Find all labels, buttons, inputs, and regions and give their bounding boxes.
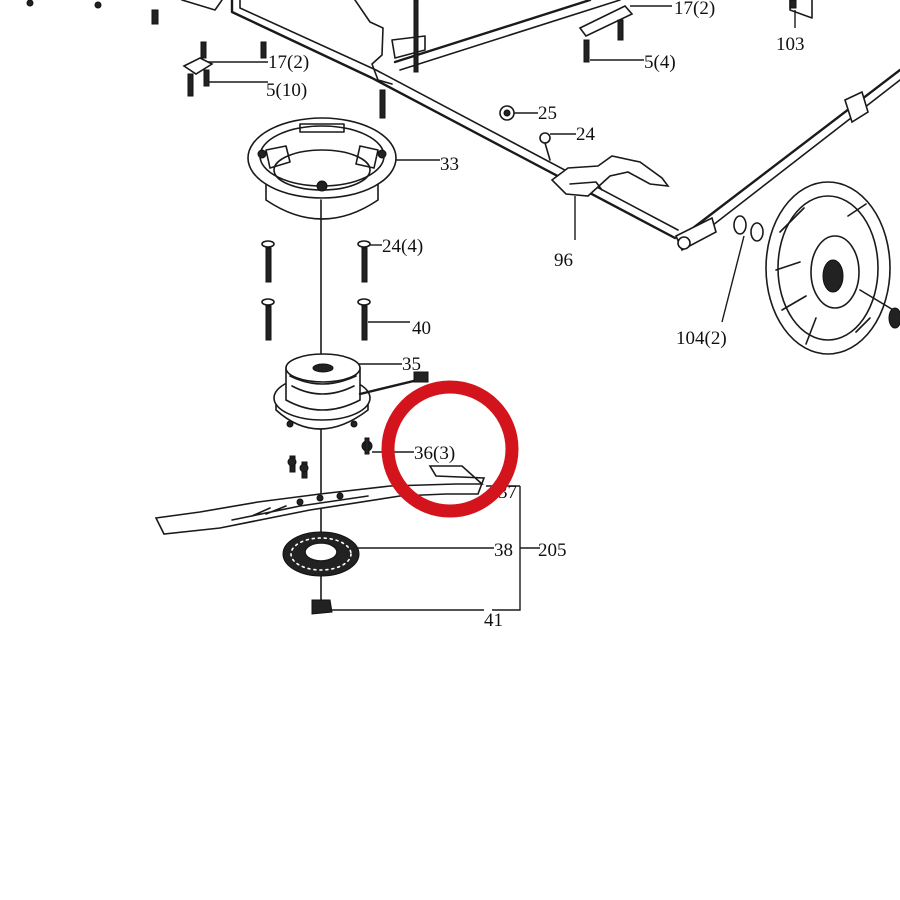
part-labels: 17(2) 5(10) 17(2) 5(4) 103 25 24 33 96 2…: [266, 0, 805, 631]
fasteners-17-5-left: [182, 41, 268, 97]
highlight-circle: [381, 380, 519, 518]
label-36: 36(3): [414, 443, 455, 464]
screws-36: [287, 437, 414, 479]
top-left-fragments: [26, 0, 223, 25]
part-103: [789, 0, 813, 28]
label-25: 25: [538, 103, 557, 124]
label-5-right: 5(4): [644, 52, 676, 73]
fasteners-17-5-right: [578, 5, 672, 63]
label-24: 24: [576, 124, 596, 145]
part-37-blade: [154, 465, 520, 535]
part-33-motor-housing: [247, 117, 440, 220]
label-17-right: 17(2): [674, 0, 715, 19]
label-41: 41: [484, 610, 503, 631]
label-103: 103: [776, 34, 805, 55]
label-38: 38: [494, 540, 513, 561]
label-35: 35: [402, 354, 421, 375]
label-5-left: 5(10): [266, 80, 307, 101]
part-38-fan: [282, 531, 494, 577]
screws-24-40: [261, 240, 410, 341]
label-205: 205: [538, 540, 567, 561]
handle-frame: [230, 0, 900, 252]
label-33: 33: [440, 154, 459, 175]
part-96-bracket: [550, 155, 670, 240]
label-40: 40: [412, 318, 431, 339]
label-104: 104(2): [676, 328, 727, 349]
parts-25-24: [499, 105, 576, 161]
part-41-nut: [311, 599, 484, 615]
label-17-left: 17(2): [268, 52, 309, 73]
wheel-assembly: [721, 181, 900, 355]
label-96: 96: [554, 250, 573, 271]
assembly-205-bracket: [492, 486, 540, 611]
part-35-motor: [273, 353, 429, 430]
label-24-4: 24(4): [382, 236, 423, 257]
